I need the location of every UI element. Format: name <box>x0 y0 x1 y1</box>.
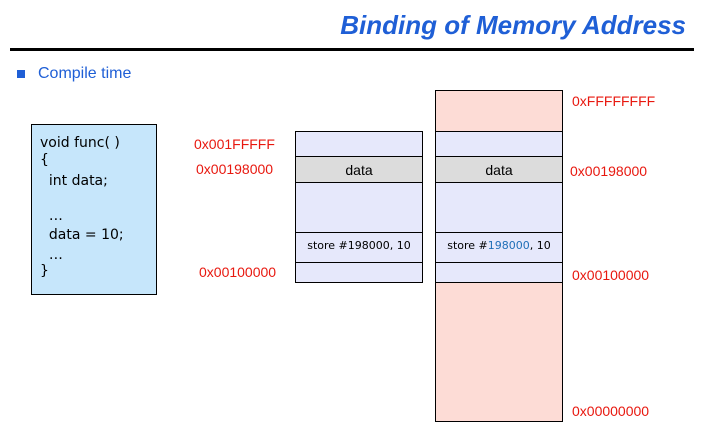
memory-data-cell: data <box>295 156 423 183</box>
code-line: int data; <box>40 173 108 189</box>
address-label-bottom: 0x00100000 <box>199 264 277 280</box>
bullet-compile-time: Compile time <box>38 65 132 82</box>
memory-block-lower <box>435 262 563 283</box>
code-line: data = 10; <box>40 227 124 243</box>
address-label-max: 0xFFFFFFFF <box>572 93 656 109</box>
memory-instruction-cell: store #198000, 10 <box>295 232 423 263</box>
code-line: … <box>40 208 63 224</box>
code-line: } <box>40 263 49 279</box>
store-suffix: , 10 <box>529 239 551 252</box>
memory-block-lower <box>295 262 423 283</box>
code-line: { <box>40 152 49 168</box>
square-bullet-icon <box>17 70 25 78</box>
memory-outside-region-bottom <box>435 282 563 422</box>
address-label-base: 0x00100000 <box>572 267 650 283</box>
code-line: … <box>40 247 63 263</box>
memory-block-middle <box>295 182 423 233</box>
memory-block-middle <box>435 182 563 233</box>
code-line: void func( ) <box>40 135 120 151</box>
store-address: 198000 <box>487 239 530 252</box>
memory-instruction-cell: store #198000, 10 <box>435 232 563 263</box>
address-label-zero: 0x00000000 <box>572 403 650 419</box>
address-label-data: 0x00198000 <box>196 161 274 177</box>
memory-block-upper <box>435 131 563 157</box>
code-box: void func( ) { int data; … data = 10; … … <box>31 124 157 295</box>
slide-title: Binding of Memory Address <box>340 10 686 40</box>
memory-data-cell: data <box>435 156 563 183</box>
title-divider <box>10 48 694 51</box>
memory-block-upper <box>295 131 423 157</box>
address-label-data: 0x00198000 <box>570 163 648 179</box>
address-label-top: 0x001FFFFF <box>194 136 275 152</box>
store-prefix: store # <box>447 239 488 252</box>
memory-outside-region-top <box>435 90 563 132</box>
